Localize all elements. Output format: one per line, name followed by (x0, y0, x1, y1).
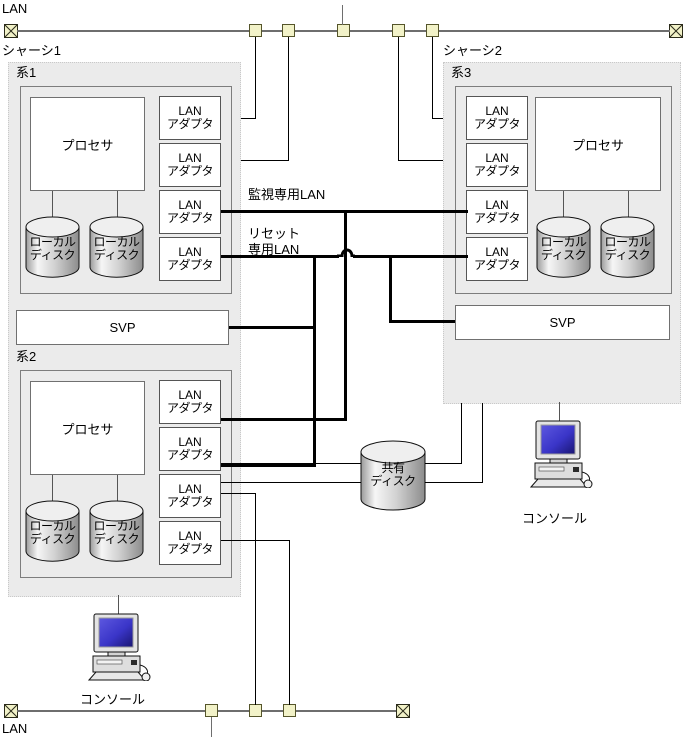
wire-tap5-drop (432, 37, 433, 119)
lan-top-tap-4 (392, 24, 405, 37)
kei3-disk1-stem (563, 191, 564, 218)
lan-bottom-left-terminator (4, 704, 18, 718)
lan-top-tap-3 (337, 24, 350, 37)
lan-top-tap-3-stub (342, 5, 343, 25)
lan-bottom-right-terminator (396, 704, 410, 718)
lan-top-left-terminator (4, 24, 18, 38)
chassis2-svp: SVP (455, 305, 670, 340)
lan-bottom-tap-3 (283, 704, 296, 717)
kei2-local-disk-1-label: ローカルディスク (29, 519, 76, 546)
lan-bottom-tap-2 (249, 704, 262, 717)
chassis1-label: シャーシ1 (2, 43, 61, 58)
console-right (528, 420, 594, 493)
lan-top-tap-2 (282, 24, 295, 37)
kei3-local-disk-2-label: ローカルディスク (604, 235, 651, 262)
kei1-disk2-stem (117, 191, 118, 218)
kei2-local-disk-2: ローカルディスク (89, 500, 144, 562)
wire-lan-bottom-to-kei2-adapter4 (221, 540, 290, 541)
kei3-disk2-stem (628, 191, 629, 218)
wire-tap1-to-adapter1 (227, 118, 256, 119)
wire-tap2-to-adapter2 (227, 160, 289, 161)
kei2-processor: プロセサ (30, 381, 145, 475)
lan-top-tap-5 (426, 24, 439, 37)
wire-lan-bottom-to-kei2-adapter3 (221, 493, 256, 494)
wire-tap1-drop (255, 37, 256, 119)
reset-lan-to-chassis2-svp (389, 320, 455, 323)
lan-top-right-terminator (669, 24, 683, 38)
kei2-local-disk-2-label: ローカルディスク (93, 519, 140, 546)
chassis1-svp: SVP (16, 310, 229, 345)
monitor-lan-to-kei2-adapter1 (221, 418, 347, 421)
lan-bottom-label: LAN (2, 721, 28, 736)
wire-shared-disk-right-1-riser (461, 403, 462, 464)
reset-lan-branch-down (389, 255, 392, 323)
kei1-disk1-stem (52, 191, 53, 218)
lan-top-tap-1 (249, 24, 262, 37)
wire-lan-bottom-tap3-riser (289, 540, 290, 705)
kei3-processor: プロセサ (535, 97, 661, 191)
kei3-local-disk-1-label: ローカルディスク (540, 235, 587, 262)
wire-tap2-drop (288, 37, 289, 161)
kei1-local-disk-1: ローカルディスク (25, 216, 80, 278)
wire-shared-disk-right-1 (425, 463, 462, 464)
kei2-label: 系2 (16, 349, 37, 364)
reset-lan-label: リセット専用LAN (248, 226, 301, 257)
kei1-local-disk-2: ローカルディスク (89, 216, 144, 278)
wire-shared-disk-left-1 (221, 463, 361, 464)
kei2-disk2-stem (117, 475, 118, 502)
wire-chassis1-svp-out (229, 326, 315, 329)
shared-disk: 共有ディスク (360, 440, 426, 512)
kei3-local-disk-1: ローカルディスク (536, 216, 591, 278)
wire-shared-disk-right-2 (425, 482, 483, 483)
kei2-local-disk-1: ローカルディスク (25, 500, 80, 562)
wire-lan-bottom-tap2-riser (255, 493, 256, 705)
console-left-cable (118, 595, 119, 615)
chassis2-label: シャーシ2 (443, 43, 502, 58)
reset-lan-from-kei1-adapter4 (221, 255, 339, 258)
console-right-cable (559, 402, 560, 422)
console-left (86, 613, 152, 686)
reset-lan-to-kei2-adapter2 (221, 464, 316, 467)
wire-crossing-hop-icon (337, 248, 355, 257)
kei1-label: 系1 (16, 65, 37, 80)
console-left-label: コンソール (80, 692, 146, 707)
reset-lan-riser-to-kei2 (313, 326, 316, 466)
reset-lan-to-kei3-adapter4 (353, 255, 468, 258)
shared-disk-label: 共有ディスク (370, 461, 416, 488)
lan-bottom-tap-1 (205, 704, 218, 717)
kei3-local-disk-2: ローカルディスク (600, 216, 655, 278)
wire-tap4-drop (398, 37, 399, 161)
kei3-label: 系3 (451, 65, 472, 80)
wire-tap4-to-adapter2 (398, 160, 466, 161)
kei2-disk1-stem (52, 475, 53, 502)
wire-shared-disk-left-2 (221, 482, 361, 483)
console-right-label: コンソール (522, 511, 588, 526)
wire-shared-disk-right-2-riser (482, 403, 483, 483)
wire-chassis1-svp-riser (313, 255, 316, 329)
monitor-lan-riser (344, 210, 347, 421)
kei1-local-disk-1-label: ローカルディスク (29, 235, 76, 262)
lan-bottom-tap-1-stub (211, 717, 212, 737)
lan-top-label: LAN (2, 1, 28, 16)
monitor-lan-label: 監視専用LAN (248, 187, 326, 202)
kei1-local-disk-2-label: ローカルディスク (93, 235, 140, 262)
kei1-processor: プロセサ (30, 97, 145, 191)
